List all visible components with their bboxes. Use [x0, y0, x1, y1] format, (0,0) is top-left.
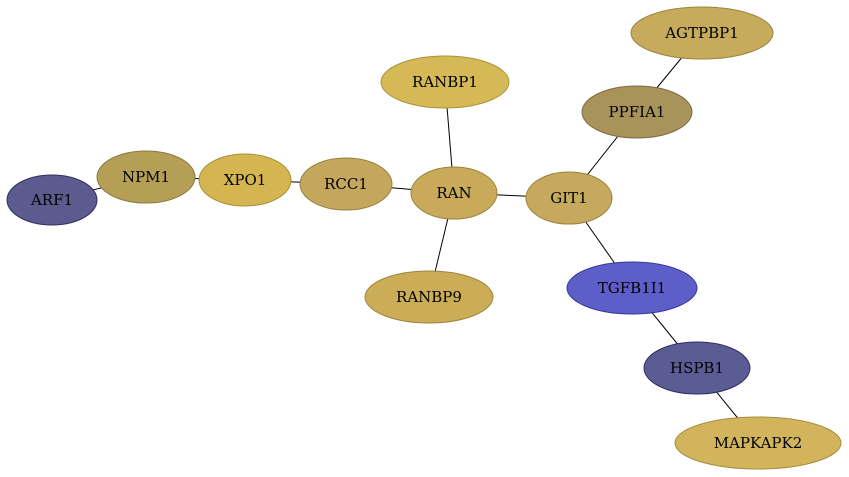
- node-label-xpo1: XPO1: [224, 171, 267, 189]
- node-shape-ranbp1: [380, 55, 510, 109]
- node-shape-npm1: [96, 150, 196, 204]
- node-label-ranbp9: RANBP9: [396, 288, 462, 306]
- node-label-arf1: ARF1: [30, 191, 73, 209]
- node-label-ranbp1: RANBP1: [412, 73, 478, 91]
- node-label-ran: RAN: [436, 184, 471, 202]
- node-mapkapk2: MAPKAPK2: [674, 416, 842, 470]
- node-tgfb1i1: TGFB1I1: [566, 261, 698, 315]
- node-ran: RAN: [410, 166, 498, 220]
- node-ranbp9: RANBP9: [364, 270, 494, 324]
- node-hspb1: HSPB1: [643, 341, 751, 395]
- node-shape-mapkapk2: [674, 416, 842, 470]
- node-shape-rcc1: [299, 157, 393, 211]
- node-label-mapkapk2: MAPKAPK2: [714, 434, 803, 452]
- node-shape-ppfia1: [581, 85, 693, 139]
- node-shape-tgfb1i1: [566, 261, 698, 315]
- node-shape-ranbp9: [364, 270, 494, 324]
- node-label-ppfia1: PPFIA1: [609, 103, 666, 121]
- node-rcc1: RCC1: [299, 157, 393, 211]
- node-shape-arf1: [6, 174, 98, 226]
- node-agtpbp1: AGTPBP1: [630, 6, 774, 60]
- node-shape-ran: [410, 166, 498, 220]
- node-ranbp1: RANBP1: [380, 55, 510, 109]
- node-ppfia1: PPFIA1: [581, 85, 693, 139]
- node-label-hspb1: HSPB1: [670, 359, 724, 377]
- node-shape-agtpbp1: [630, 6, 774, 60]
- node-shape-xpo1: [198, 153, 292, 207]
- node-shape-hspb1: [643, 341, 751, 395]
- node-xpo1: XPO1: [198, 153, 292, 207]
- node-npm1: NPM1: [96, 150, 196, 204]
- node-shape-git1: [525, 171, 613, 225]
- node-git1: GIT1: [525, 171, 613, 225]
- node-label-git1: GIT1: [550, 189, 587, 207]
- node-arf1: ARF1: [6, 174, 98, 226]
- node-label-agtpbp1: AGTPBP1: [664, 24, 739, 42]
- node-label-npm1: NPM1: [122, 168, 170, 186]
- node-label-tgfb1i1: TGFB1I1: [598, 279, 666, 297]
- node-label-rcc1: RCC1: [324, 175, 368, 193]
